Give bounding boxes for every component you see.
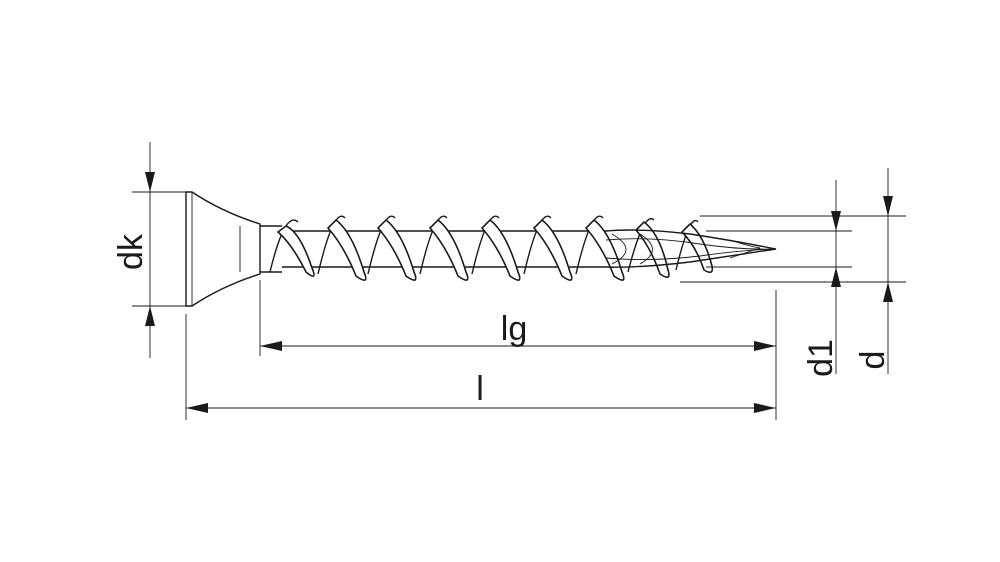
screw-head [185,191,261,307]
screw-tip [605,229,777,268]
screw-neck [260,225,282,273]
dimension-d: d [680,168,906,374]
screw [185,191,777,307]
dimension-label-l: l [476,370,484,408]
dimension-l: l [185,314,776,420]
arrow-head-icon [831,211,841,231]
arrow-head-icon [831,267,841,287]
arrow-head-icon [186,403,208,413]
dimension-label-d1: d1 [802,339,840,377]
arrow-head-icon [883,282,893,302]
dimension-lg: lg [259,280,777,420]
arrow-head-icon [145,172,155,192]
dimension-d1: d1 [706,180,852,377]
dimension-dk: dk [112,142,186,358]
arrow-head-icon [754,403,776,413]
dimension-label-d: d [854,351,892,370]
arrow-head-icon [754,341,776,351]
arrow-head-icon [883,196,893,216]
arrow-head-icon [145,306,155,326]
dimension-label-dk: dk [112,233,150,270]
dimension-label-lg: lg [501,310,527,348]
thread-flanks [276,218,714,281]
arrow-head-icon [260,341,282,351]
